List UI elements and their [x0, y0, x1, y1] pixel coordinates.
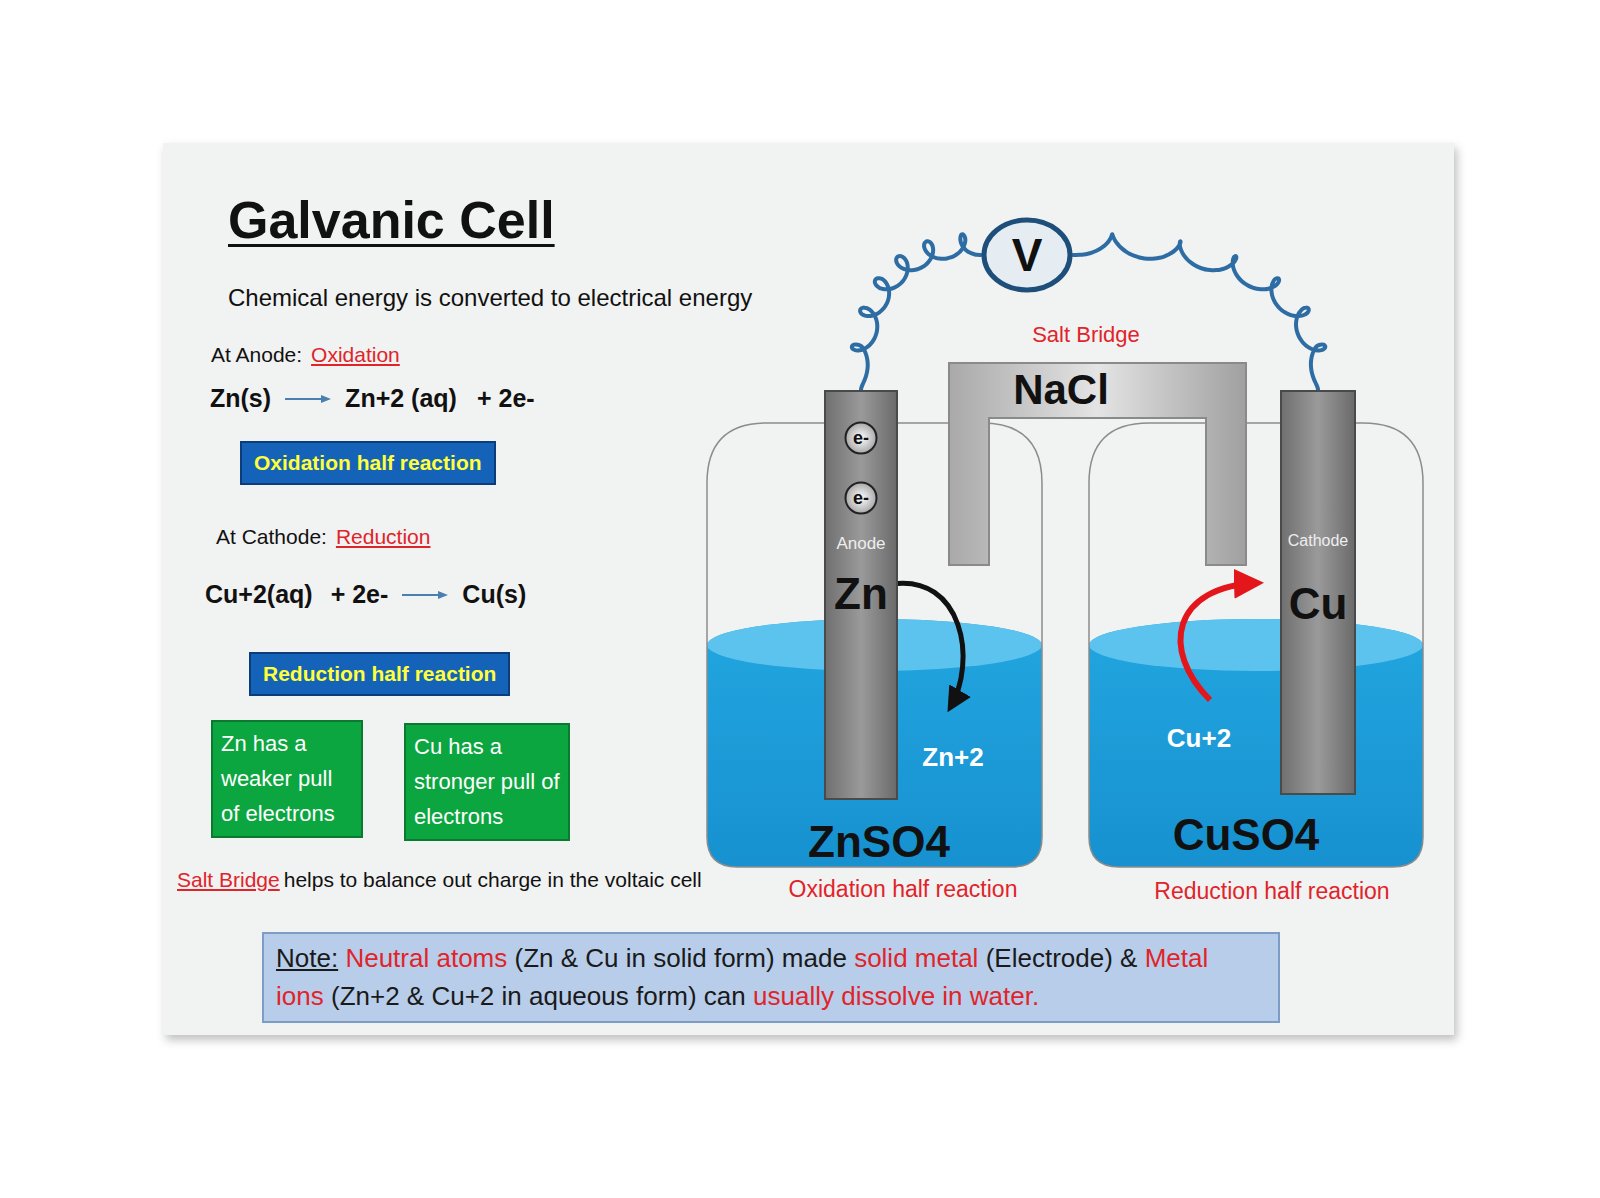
card	[163, 143, 1454, 1035]
reaction-arrow	[283, 392, 333, 406]
water-surface	[1089, 619, 1423, 671]
voltmeter-text: V	[1012, 228, 1043, 282]
label-text: Salt Bridge	[177, 868, 280, 892]
electrode: CathodeCu	[1280, 390, 1356, 795]
anode-row: At Anode: Oxidation	[211, 343, 400, 367]
salt-bridge-text: NaCl	[1013, 366, 1109, 414]
note-box-text: usually dissolve in water.	[753, 981, 1039, 1011]
property-box: Cu has a stronger pull of electrons	[404, 723, 570, 841]
beaker-text: CuSO4	[1173, 810, 1320, 860]
beaker-text: Zn+2	[922, 742, 983, 773]
title: Galvanic Cell	[228, 190, 555, 250]
property-box-text: Zn has a weaker pull of electrons	[221, 726, 353, 832]
electrode-text: Anode	[836, 534, 885, 554]
label-text: At Cathode:	[216, 525, 327, 549]
label-text: Chemical energy is converted to electric…	[228, 284, 752, 312]
half-reaction-box: Oxidation half reaction	[240, 441, 496, 485]
note-box-text: (Electrode)	[986, 943, 1113, 973]
label-text: Cu+2(aq)	[205, 580, 313, 609]
electrode-text: Zn	[834, 569, 888, 619]
label-text: Zn+2 (aq)	[345, 384, 457, 413]
salt-bridge-outline	[949, 315, 1246, 565]
beaker: Cu+2CuSO4Reduction half reaction	[1089, 423, 1423, 867]
note-box: Note:Neutral atoms (Zn & Cu in solid form…	[262, 932, 1280, 1023]
label-text: Zn(s)	[210, 384, 271, 413]
note-box-text: solid metal	[854, 943, 978, 973]
beaker-text: Oxidation half reaction	[789, 876, 1018, 903]
electron-text: e-	[853, 488, 869, 509]
label-text: Cu(s)	[462, 580, 526, 609]
half-reaction-box-text: Oxidation half reaction	[254, 451, 482, 475]
beaker-text: Reduction half reaction	[1154, 878, 1389, 905]
half-reaction-box: Reduction half reaction	[249, 652, 510, 696]
label-text: Reduction	[336, 525, 431, 549]
note-box-text: (Zn & Cu in solid form) made	[515, 943, 847, 973]
salt-bridge-text: Salt Bridge	[1032, 322, 1140, 348]
label-text: + 2e-	[331, 580, 389, 609]
equation-row: Cu+2(aq) + 2e- Cu(s)	[205, 580, 526, 609]
label-text: helps to balance out charge in the volta…	[284, 868, 702, 892]
reaction-arrow	[400, 588, 450, 602]
note-box-text: (Zn+2 & Cu+2 in aqueous form) can	[331, 981, 746, 1011]
salt-bridge: Salt BridgeNaCl	[949, 315, 1246, 565]
electron: e-	[844, 481, 878, 515]
electrode-text: Cathode	[1288, 532, 1349, 550]
voltmeter: V	[981, 217, 1073, 293]
ion-arrow	[1181, 583, 1258, 700]
note-box-text: Neutral atoms	[345, 943, 507, 973]
electron: e-	[844, 421, 878, 455]
note-box-text: &	[1120, 943, 1137, 973]
beaker-text: Cu+2	[1167, 723, 1231, 754]
label-text: + 2e-	[477, 384, 535, 413]
electrode-text: Cu	[1289, 579, 1348, 629]
cathode-row: At Cathode: Reduction	[216, 525, 430, 549]
equation-row: Zn(s) Zn+2 (aq) + 2e-	[210, 384, 535, 413]
ion-arrow	[892, 583, 963, 708]
property-box: Zn has a weaker pull of electrons	[211, 720, 363, 838]
electrode: AnodeZn e-e-	[824, 390, 898, 800]
beaker-outline	[1089, 423, 1423, 867]
half-reaction-box-text: Reduction half reaction	[263, 662, 496, 686]
salt-bridge-note-row: Salt Bridgehelps to balance out charge i…	[177, 868, 702, 892]
subtitle-row: Chemical energy is converted to electric…	[228, 284, 752, 312]
beaker-text: ZnSO4	[808, 817, 950, 867]
label-text: Oxidation	[311, 343, 400, 367]
note-box-text: Note:	[276, 943, 338, 973]
label-text: At Anode:	[211, 343, 302, 367]
water	[1089, 619, 1423, 867]
electron-text: e-	[853, 428, 869, 449]
property-box-text: Cu has a stronger pull of electrons	[414, 729, 560, 835]
